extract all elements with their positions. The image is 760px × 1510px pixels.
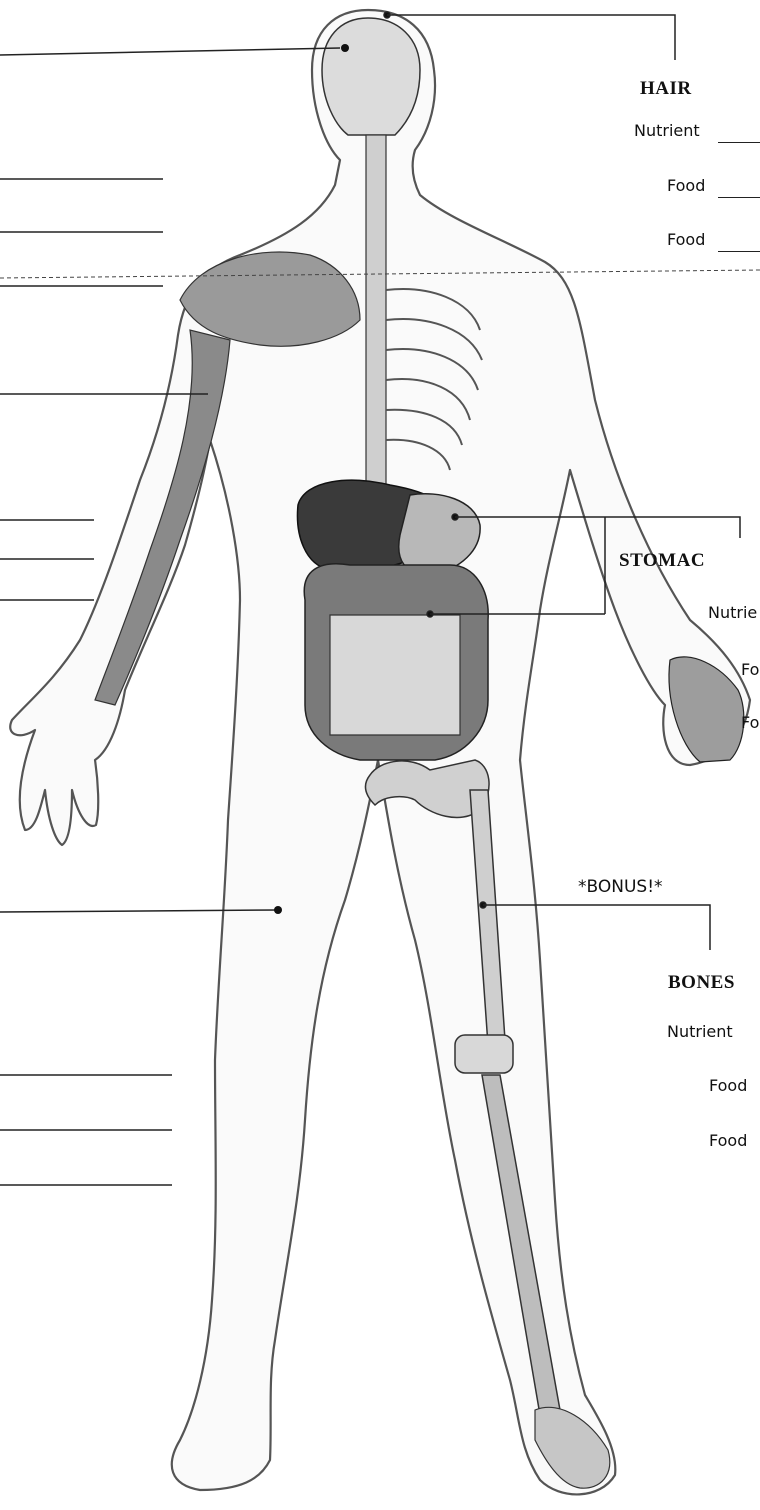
bones-nutrient-label: Nutrient bbox=[667, 1022, 733, 1041]
bones-title: BONES bbox=[668, 972, 735, 994]
hair-nutrient-blank[interactable] bbox=[718, 142, 760, 143]
small-intestine bbox=[330, 615, 460, 735]
stomach-food2-label: Fo bbox=[741, 713, 759, 732]
stomach-food1-label: Fo bbox=[741, 660, 759, 679]
hair-food2-blank[interactable] bbox=[718, 251, 760, 252]
hair-food2-label: Food bbox=[667, 230, 705, 249]
hair-food1-blank[interactable] bbox=[718, 197, 760, 198]
hair-title: HAIR bbox=[640, 78, 692, 100]
bones-food1-label: Food bbox=[709, 1076, 747, 1095]
marker-dot bbox=[341, 44, 349, 52]
hair-food1-label: Food bbox=[667, 176, 705, 195]
pelvis bbox=[365, 760, 489, 817]
bones-food2-label: Food bbox=[709, 1131, 747, 1150]
spine bbox=[366, 135, 386, 495]
skull bbox=[322, 18, 420, 135]
arm-muscles bbox=[95, 330, 230, 705]
bonus-label: *BONUS!* bbox=[578, 877, 663, 897]
stomach-title: STOMAC bbox=[619, 550, 705, 572]
marker-dot bbox=[274, 906, 282, 914]
hair-nutrient-label: Nutrient bbox=[634, 121, 700, 140]
stomach-nutrient-label: Nutrie bbox=[708, 603, 757, 622]
knee bbox=[455, 1035, 513, 1073]
